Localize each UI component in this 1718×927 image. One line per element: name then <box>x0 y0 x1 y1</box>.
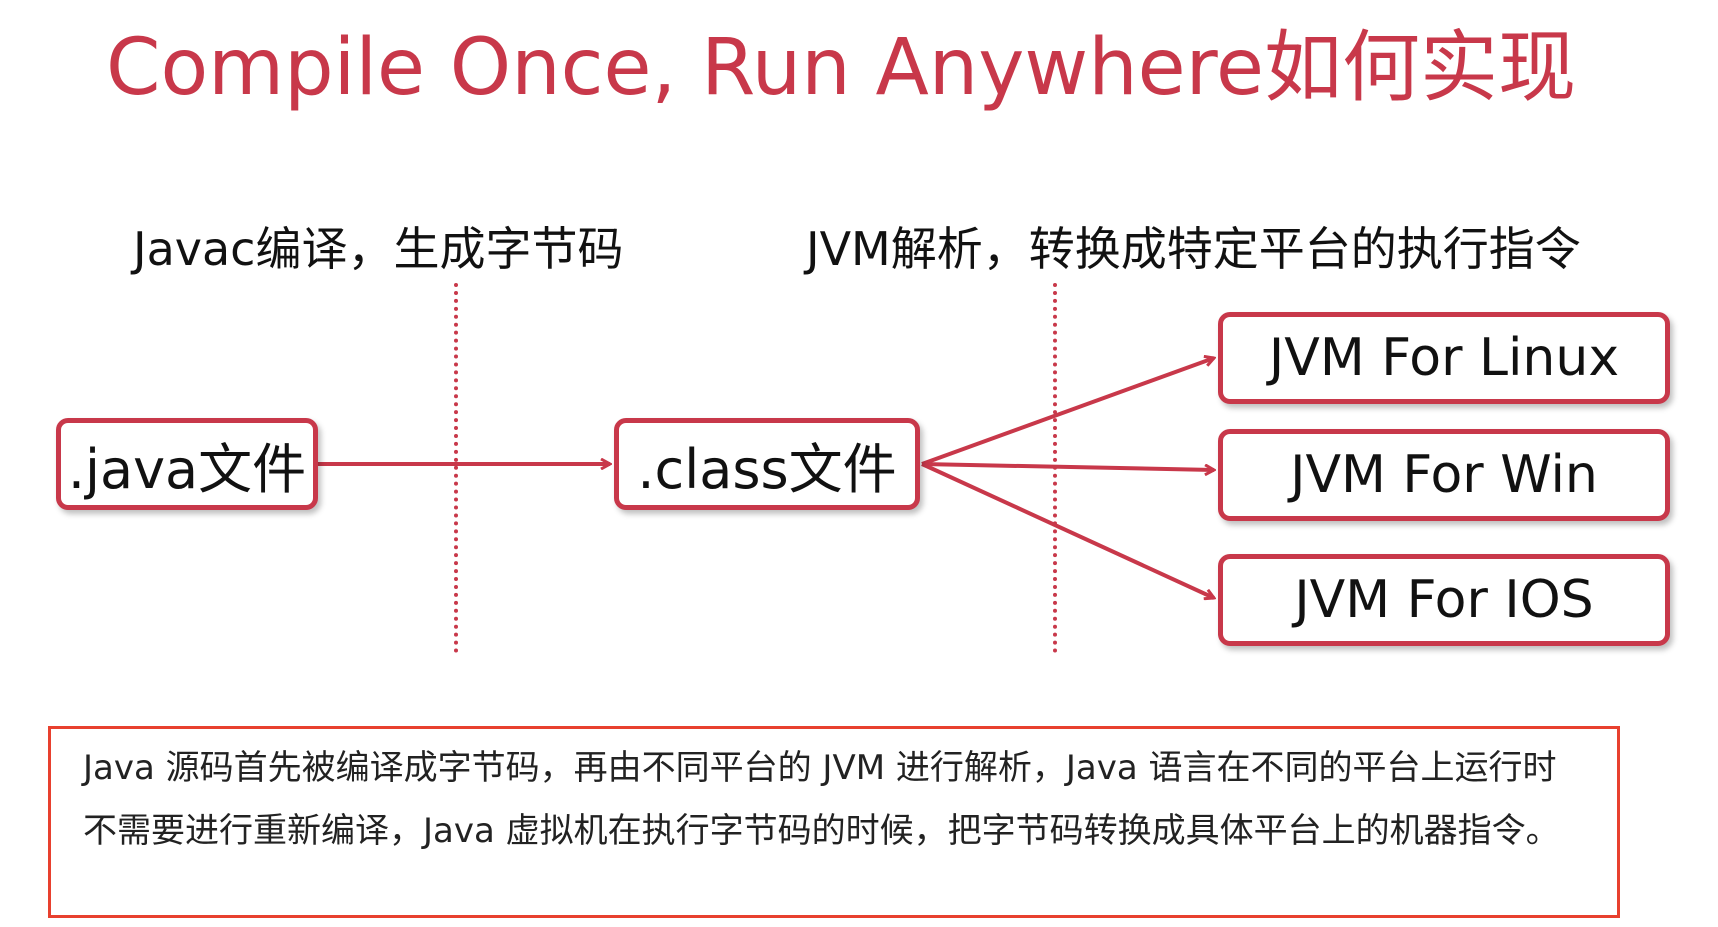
arrow-class-to-win <box>921 462 1214 470</box>
interpret-stage-label: JVM解析，转换成特定平台的执行指令 <box>806 222 1581 276</box>
arrow-class-to-ios <box>921 462 1214 598</box>
diagram-title: Compile Once, Run Anywhere如何实现 <box>106 23 1576 113</box>
java-source-node: .java文件 <box>56 418 318 510</box>
class-bytecode-node: .class文件 <box>614 418 920 510</box>
jvm-win-node: JVM For Win <box>1218 429 1670 521</box>
compile-stage-label: Javac编译，生成字节码 <box>133 222 624 276</box>
arrow-class-to-linux <box>921 358 1214 466</box>
jvm-ios-node: JVM For IOS <box>1218 554 1670 646</box>
compile-stage-divider <box>454 283 458 653</box>
jvm-linux-node: JVM For Linux <box>1218 312 1670 404</box>
explanation-note: Java 源码首先被编译成字节码，再由不同平台的 JVM 进行解析，Java 语… <box>48 726 1620 918</box>
